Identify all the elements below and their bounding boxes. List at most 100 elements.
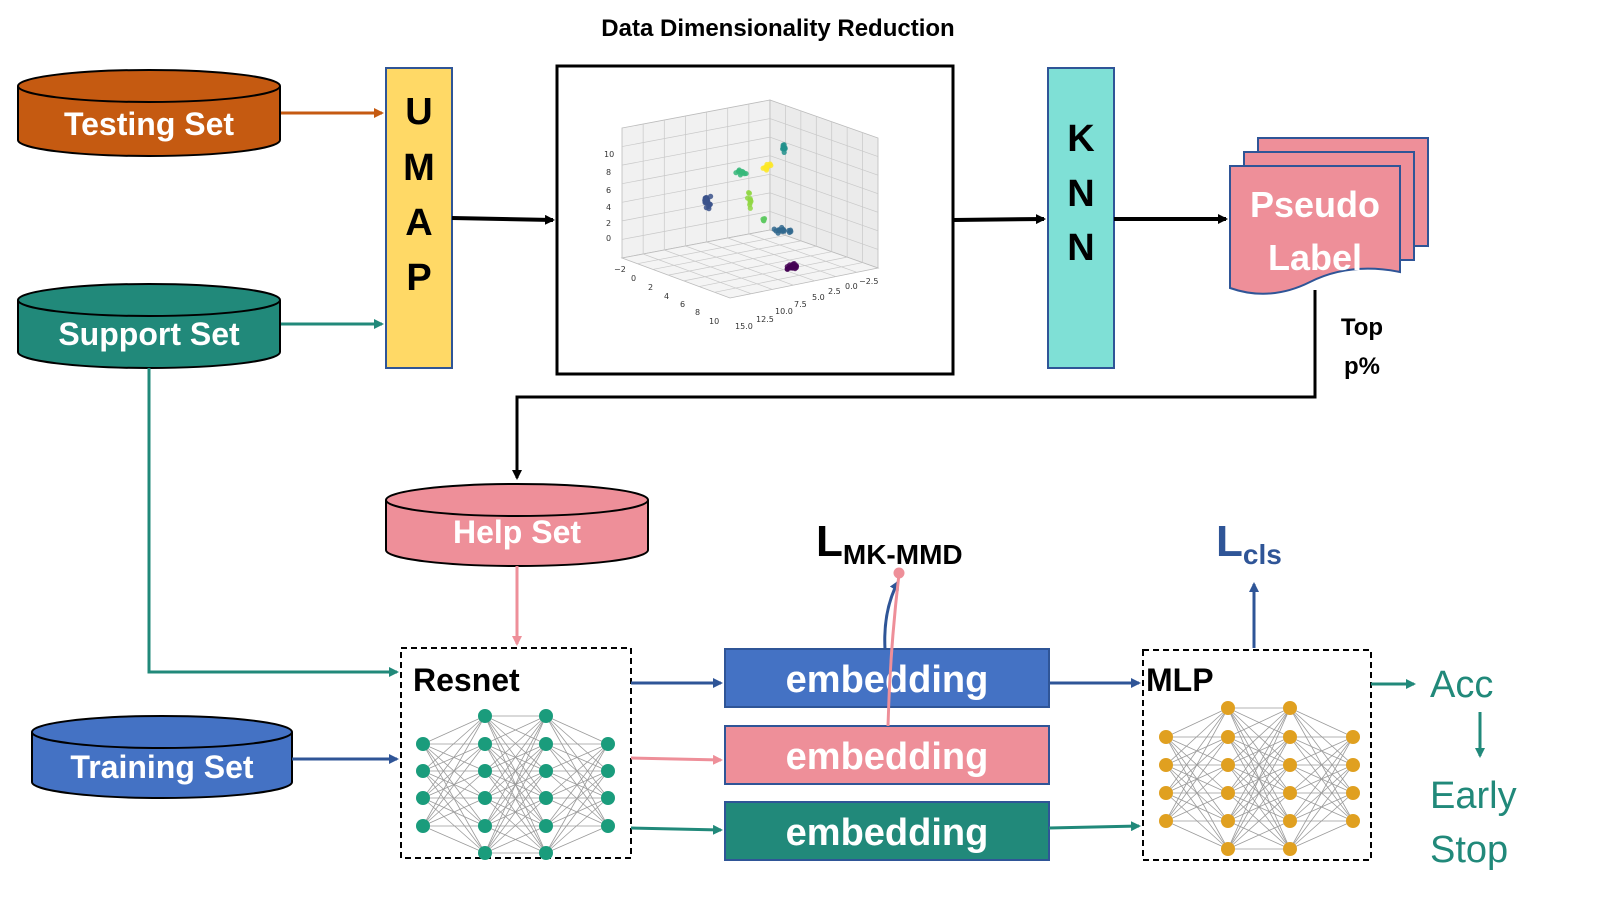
x-tick: 6: [680, 300, 685, 309]
net-node: [416, 791, 430, 805]
net-node: [1283, 842, 1297, 856]
net-edge: [1289, 820, 1354, 850]
net-edge: [545, 770, 609, 854]
net-edge: [1165, 707, 1229, 738]
grid-line: [685, 245, 794, 286]
net-node: [1221, 842, 1235, 856]
knn-block: K N N: [1047, 67, 1115, 369]
net-edge: [484, 715, 547, 827]
net-node: [1221, 701, 1235, 715]
grid-line: [769, 173, 879, 213]
y-tick: 6: [606, 186, 611, 195]
scatter-point: [763, 165, 769, 171]
net-edge: [1227, 820, 1291, 850]
x-tick: 10: [709, 317, 719, 326]
embedding-pink: embedding: [724, 725, 1050, 785]
embedding-label: embedding: [786, 736, 989, 778]
training-set-cylinder: Training Set: [31, 715, 293, 799]
early-stop-label: Stop: [1430, 829, 1508, 871]
scatter-point: [776, 227, 782, 233]
scatter-point: [789, 264, 796, 270]
arrow-support-to-resnet: [147, 368, 399, 677]
net-node: [539, 737, 553, 751]
grid-line: [621, 173, 771, 203]
net-edge: [545, 797, 609, 854]
net-node: [1221, 730, 1235, 744]
arrow-emb-blue-to-mmd: [883, 580, 900, 650]
pseudo-label-text: Label: [1268, 237, 1362, 278]
net-edge: [484, 715, 547, 745]
net-edge: [1227, 707, 1291, 822]
net-node: [1221, 814, 1235, 828]
loss-mmd-sub: MK-MMD: [843, 539, 963, 570]
grid-line: [714, 262, 863, 293]
net-edge: [545, 743, 609, 772]
scatter-point: [703, 200, 709, 206]
net-edge: [422, 825, 486, 854]
net-edge: [1165, 707, 1229, 794]
scatter-point: [739, 168, 745, 175]
net-node: [601, 791, 615, 805]
net-edge: [1165, 707, 1229, 766]
loss-cls: Lcls: [1216, 517, 1282, 570]
x-tick: 2: [648, 283, 653, 292]
net-edge: [545, 743, 609, 854]
diagram-title: Data Dimensionality Reduction: [601, 15, 954, 42]
grid-line: [621, 136, 771, 166]
grid-line: [652, 240, 801, 270]
x-tick: −2: [614, 265, 626, 274]
grid-line: [683, 251, 832, 282]
net-edge: [545, 825, 609, 854]
net-edge: [1227, 764, 1291, 850]
net-node: [539, 764, 553, 778]
net-edge: [422, 770, 486, 827]
grid-line: [668, 245, 817, 276]
scatter-point: [780, 146, 786, 152]
arrow-emb-pink-to-mmd: [886, 573, 901, 727]
net-edge: [484, 743, 547, 854]
net-edge: [1227, 707, 1291, 850]
net-node: [1283, 758, 1297, 772]
net-node: [601, 819, 615, 833]
net-edge: [1289, 736, 1354, 766]
z-tick: 7.5: [794, 300, 807, 309]
grid-line: [637, 235, 786, 265]
y-tick: 2: [606, 219, 611, 228]
x-tick: 4: [664, 292, 669, 301]
early-stop-label: Early: [1430, 775, 1517, 817]
net-node: [1221, 758, 1235, 772]
net-edge: [1227, 707, 1291, 794]
mmd-junction: [893, 567, 905, 579]
arrow-resnet-to-emb-teal: [630, 824, 723, 835]
loss-cls-main: L: [1216, 517, 1243, 566]
arrow-pseudo-to-help: [512, 290, 1317, 480]
net-node: [478, 846, 492, 860]
y-tick: 0: [606, 234, 611, 243]
scatter-point: [707, 201, 713, 208]
net-edge: [545, 743, 609, 799]
arrow-emb-teal-to-mlp: [1048, 821, 1141, 832]
z-tick: 10.0: [775, 307, 793, 316]
arrow-umap-to-plot: [451, 214, 555, 225]
y-tick: 4: [606, 203, 611, 212]
net-node: [539, 791, 553, 805]
grid-line: [664, 249, 773, 290]
net-edge: [484, 770, 547, 854]
knn-letter: N: [1067, 227, 1094, 269]
loss-mmd: LMK-MMD: [816, 517, 963, 570]
grid-line: [621, 155, 771, 185]
net-node: [416, 819, 430, 833]
pseudo-label-text: Pseudo: [1250, 184, 1380, 225]
scatter-point: [771, 226, 777, 232]
z-tick: 5.0: [812, 293, 825, 302]
net-edge: [545, 743, 609, 827]
acc-label: Acc: [1430, 664, 1493, 706]
grid-line: [643, 253, 752, 295]
net-node: [1159, 814, 1173, 828]
scatter-point: [746, 190, 752, 196]
help-set-label: Help Set: [453, 514, 581, 550]
net-node: [1159, 758, 1173, 772]
net-edge: [422, 715, 486, 745]
embedding-blue: embedding: [724, 648, 1050, 708]
net-edge: [484, 715, 547, 854]
